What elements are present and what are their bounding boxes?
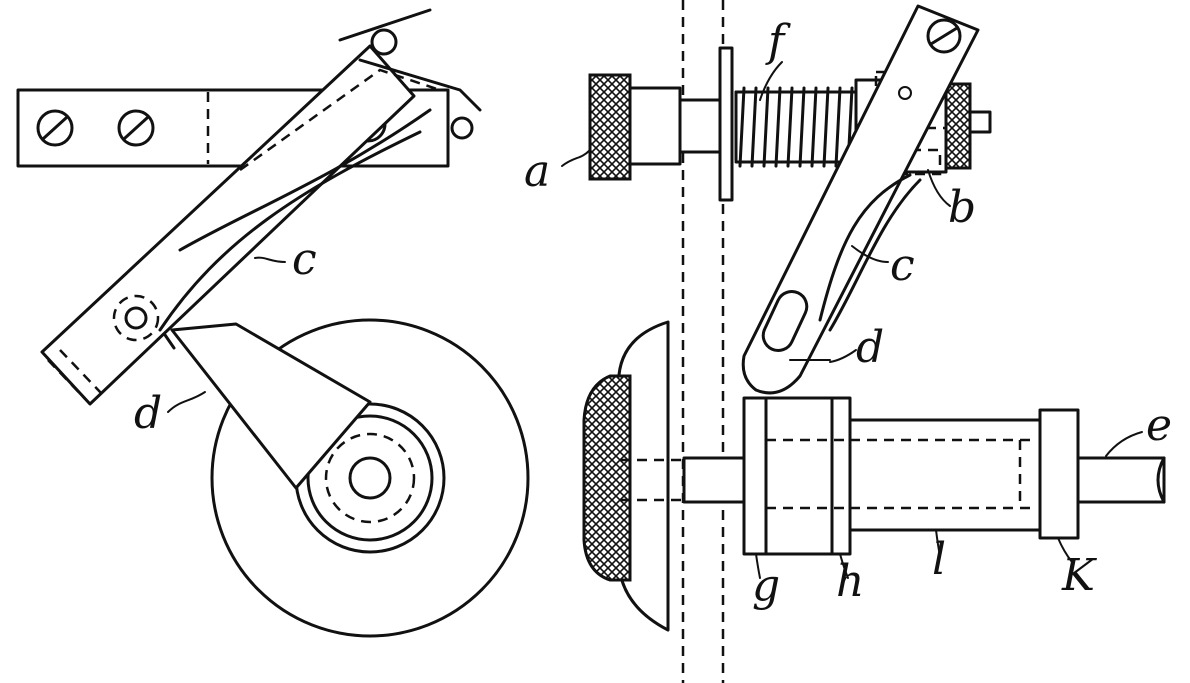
block-b-pin bbox=[968, 110, 992, 134]
label-d-right: d bbox=[856, 322, 884, 373]
screw-icon bbox=[36, 109, 74, 147]
wheel-hub-hidden bbox=[324, 432, 416, 524]
collar-k bbox=[1038, 408, 1080, 540]
leader-b bbox=[927, 169, 951, 207]
block-b-nut bbox=[944, 82, 972, 170]
left-view: c d bbox=[16, 8, 530, 638]
leader-e bbox=[1105, 431, 1143, 457]
leader-g bbox=[755, 553, 761, 579]
wheel-hub-mid bbox=[306, 414, 434, 542]
lower-shaft bbox=[682, 456, 746, 504]
lever-right-hole bbox=[898, 86, 912, 100]
label-g: g bbox=[752, 560, 780, 611]
knob-lower bbox=[582, 374, 632, 582]
label-c-right: c bbox=[890, 240, 915, 291]
sleeve-l bbox=[848, 418, 1042, 532]
lever-pivot bbox=[124, 306, 148, 330]
lever-hidden bbox=[239, 68, 441, 172]
lever-right-knob bbox=[450, 116, 474, 140]
label-k: K bbox=[1061, 550, 1097, 601]
leader-k bbox=[1057, 537, 1073, 563]
leader-f bbox=[759, 61, 783, 101]
lever-top-wire bbox=[338, 8, 482, 112]
leader-c-right bbox=[851, 245, 889, 263]
right-view: a f b c d e g h l K bbox=[524, 0, 1172, 683]
ring-g bbox=[742, 396, 768, 556]
screw-icon bbox=[117, 109, 155, 147]
leader-h bbox=[839, 553, 849, 579]
shaft-e-break bbox=[1156, 456, 1166, 504]
label-h: h bbox=[836, 556, 864, 607]
leader-d-left bbox=[167, 391, 206, 413]
washer bbox=[718, 46, 734, 202]
lever-pivot-hidden bbox=[112, 294, 160, 342]
spring-c-left-2 bbox=[178, 108, 432, 252]
spring-f bbox=[734, 86, 854, 168]
shaft-e bbox=[1076, 456, 1166, 504]
label-e: e bbox=[1146, 400, 1172, 451]
shaft-upper bbox=[678, 98, 722, 154]
lever-slot bbox=[761, 289, 809, 353]
label-l: l bbox=[932, 534, 946, 585]
label-a: a bbox=[524, 146, 550, 197]
knob-a bbox=[588, 73, 632, 181]
leader-a bbox=[561, 149, 591, 167]
spring-c-left bbox=[158, 130, 422, 332]
leader-l bbox=[935, 529, 941, 557]
label-f: f bbox=[765, 16, 791, 67]
leader-c-left bbox=[254, 256, 286, 263]
leader-d-right bbox=[829, 349, 857, 363]
wheel-left bbox=[210, 318, 530, 638]
screw-icon bbox=[926, 18, 962, 54]
ring-h bbox=[830, 396, 852, 556]
roller-d bbox=[764, 396, 834, 556]
label-d-left: d bbox=[134, 388, 162, 439]
label-b: b bbox=[948, 182, 976, 233]
wheel-axle bbox=[348, 456, 392, 500]
spring-c-right bbox=[818, 173, 912, 322]
lever-top-knob bbox=[370, 28, 398, 56]
arm-d-left bbox=[170, 322, 372, 490]
label-c-left: c bbox=[292, 234, 317, 285]
collar-a bbox=[628, 86, 682, 166]
spring-c-right-2 bbox=[828, 178, 922, 332]
